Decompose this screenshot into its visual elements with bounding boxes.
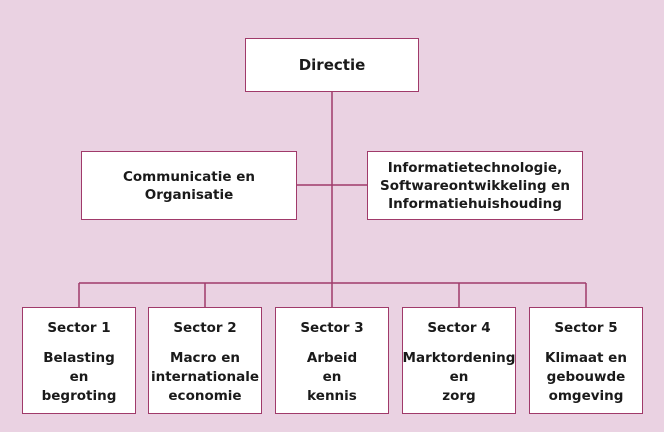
sector-2-line-3: economie bbox=[168, 388, 242, 404]
sector-4-line-1: Marktordening bbox=[402, 350, 516, 366]
informatietechnologie-box: Informatietechnologie, Softwareontwikkel… bbox=[367, 151, 583, 220]
directie-box: Directie bbox=[245, 38, 419, 92]
sector-3-title: Sector 3 bbox=[300, 320, 364, 336]
sector-2-line-1: Macro en bbox=[170, 350, 240, 366]
sector-4-title: Sector 4 bbox=[427, 320, 491, 336]
communicatie-line-1: Communicatie en bbox=[123, 168, 255, 185]
sector-5-line-3: omgeving bbox=[548, 388, 624, 404]
communicatie-line-2: Organisatie bbox=[144, 186, 234, 203]
sector-3-box: Sector 3 Arbeid en kennis bbox=[275, 307, 389, 414]
informatietechnologie-line-1: Informatietechnologie, bbox=[387, 159, 563, 176]
sector-2-line-2: internationale bbox=[150, 369, 260, 385]
sector-5-line-2: gebouwde bbox=[546, 369, 626, 385]
sector-1-line-3: begroting bbox=[41, 388, 117, 404]
sector-4-box: Sector 4 Marktordening en zorg bbox=[402, 307, 516, 414]
sector-2-title: Sector 2 bbox=[173, 320, 237, 336]
directie-label: Directie bbox=[298, 56, 366, 74]
sector-3-line-3: kennis bbox=[307, 388, 357, 404]
informatietechnologie-line-3: Informatiehuishouding bbox=[388, 195, 562, 212]
sector-3-line-1: Arbeid bbox=[306, 350, 358, 366]
sector-1-line-1: Belasting bbox=[43, 350, 115, 366]
informatietechnologie-line-2: Softwareontwikkeling en bbox=[380, 177, 570, 194]
sector-1-title: Sector 1 bbox=[47, 320, 111, 336]
sector-1-box: Sector 1 Belasting en begroting bbox=[22, 307, 136, 414]
sector-4-line-2: en bbox=[449, 369, 469, 385]
communicatie-box: Communicatie en Organisatie bbox=[81, 151, 297, 220]
sector-5-box: Sector 5 Klimaat en gebouwde omgeving bbox=[529, 307, 643, 414]
informatietechnologie-label: Informatietechnologie, Softwareontwikkel… bbox=[380, 159, 570, 213]
sector-2-box: Sector 2 Macro en internationale economi… bbox=[148, 307, 262, 414]
sector-1-line-2: en bbox=[69, 369, 89, 385]
sector-5-line-1: Klimaat en bbox=[545, 350, 627, 366]
sector-5-title: Sector 5 bbox=[554, 320, 618, 336]
sector-3-line-2: en bbox=[322, 369, 342, 385]
sector-4-line-3: zorg bbox=[442, 388, 476, 404]
communicatie-label: Communicatie en Organisatie bbox=[123, 168, 255, 204]
